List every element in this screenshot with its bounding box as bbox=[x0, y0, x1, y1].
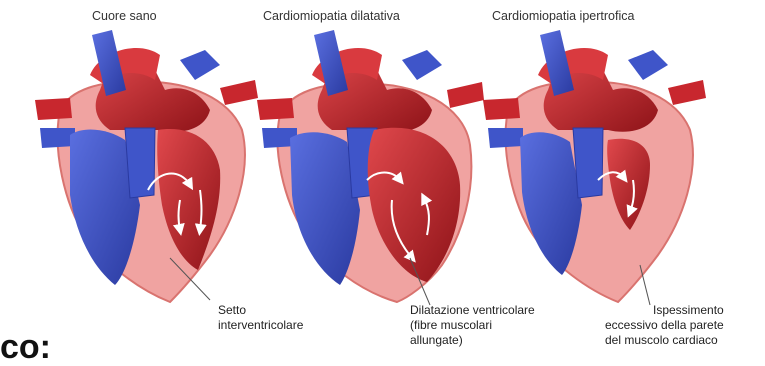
callout-thickening: Ispessimento eccessivo della parete del … bbox=[605, 303, 724, 348]
callout-septum-line2: interventricolare bbox=[218, 318, 303, 333]
cropped-heading-fragment: co: bbox=[0, 330, 51, 364]
leader-line-dilatation bbox=[410, 258, 430, 305]
leader-lines bbox=[0, 0, 765, 354]
callout-dilatation-line2: (fibre muscolari bbox=[410, 318, 535, 333]
callout-septum-line1: Setto bbox=[218, 303, 303, 318]
callout-thickening-line2: eccessivo della parete bbox=[605, 318, 724, 333]
leader-line-thickening bbox=[640, 265, 650, 305]
callout-dilatation: Dilatazione ventricolare (fibre muscolar… bbox=[410, 303, 535, 348]
callout-dilatation-line3: allungate) bbox=[410, 333, 535, 348]
callout-dilatation-line1: Dilatazione ventricolare bbox=[410, 303, 535, 318]
callout-thickening-line3: del muscolo cardiaco bbox=[605, 333, 724, 348]
callout-thickening-line1: Ispessimento bbox=[605, 303, 724, 318]
callout-septum: Setto interventricolare bbox=[218, 303, 303, 333]
leader-line-septum bbox=[170, 258, 210, 300]
